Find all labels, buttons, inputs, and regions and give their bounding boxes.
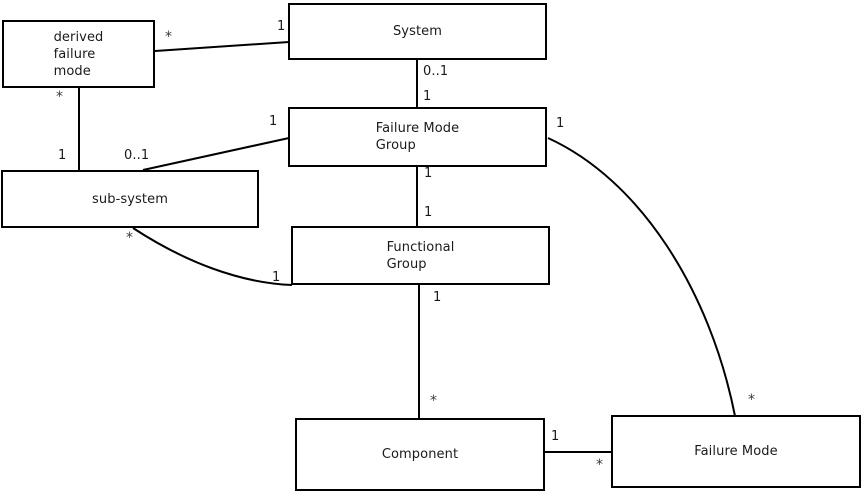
multiplicity-derived-failure-mode-to-sub-system: * <box>56 89 64 105</box>
edge-sub-system-functional-group <box>132 227 293 286</box>
multiplicity-failure-mode-group-to-functional-group: 1 <box>424 166 433 181</box>
class-label-sub-system: sub-system <box>92 191 168 207</box>
multiplicity-component-to-failure-mode: 1 <box>551 429 560 444</box>
class-label-derived-failure-mode: derived failure mode <box>53 29 104 79</box>
edge-failure-mode-group-failure-mode <box>547 137 736 417</box>
multiplicity-failure-mode-group-to-failure-mode: 1 <box>556 116 565 131</box>
class-label-system: System <box>392 24 443 39</box>
multiplicity-failure-mode-group-from-sub-system: 1 <box>269 114 278 129</box>
multiplicity-failure-mode-group-from-system: 1 <box>423 89 432 104</box>
class-label-failure-mode: Failure Mode <box>694 444 778 459</box>
multiplicity-sub-system-to-derived-failure-mode: 1 <box>58 148 67 163</box>
multiplicity-component-from-functional-group: * <box>430 393 438 409</box>
class-box-derived-failure-mode[interactable]: derived failure mode <box>2 20 155 88</box>
class-label-component: Component <box>381 447 459 462</box>
class-label-failure-mode-group: Failure Mode Group <box>375 121 460 153</box>
multiplicity-system-to-failure-mode-group: 0..1 <box>423 64 449 79</box>
multiplicity-sub-system-to-functional-group: * <box>126 230 134 246</box>
multiplicity-functional-group-from-sub-system: 1 <box>272 270 281 285</box>
multiplicity-derived-failure-mode-to-system: * <box>165 29 173 45</box>
class-box-failure-mode[interactable]: Failure Mode <box>611 415 861 488</box>
class-box-component[interactable]: Component <box>295 418 545 491</box>
multiplicity-functional-group-from-failure-mode-group: 1 <box>424 205 433 220</box>
multiplicity-sub-system-to-failure-mode-group: 0..1 <box>124 148 150 163</box>
edge-derived-failure-mode-system <box>154 41 290 52</box>
multiplicity-failure-mode-from-failure-mode-group: * <box>748 392 756 408</box>
multiplicity-system-to-derived-failure-mode: 1 <box>277 19 286 34</box>
class-box-sub-system[interactable]: sub-system <box>1 170 259 228</box>
class-box-system[interactable]: System <box>288 3 547 60</box>
multiplicity-functional-group-to-component: 1 <box>433 290 442 305</box>
class-box-functional-group[interactable]: Functional Group <box>291 226 550 285</box>
edge-sub-system-failure-mode-group <box>142 137 290 171</box>
class-box-failure-mode-group[interactable]: Failure Mode Group <box>288 107 547 167</box>
multiplicity-failure-mode-from-component: * <box>596 457 604 473</box>
class-label-functional-group: Functional Group <box>386 239 455 272</box>
